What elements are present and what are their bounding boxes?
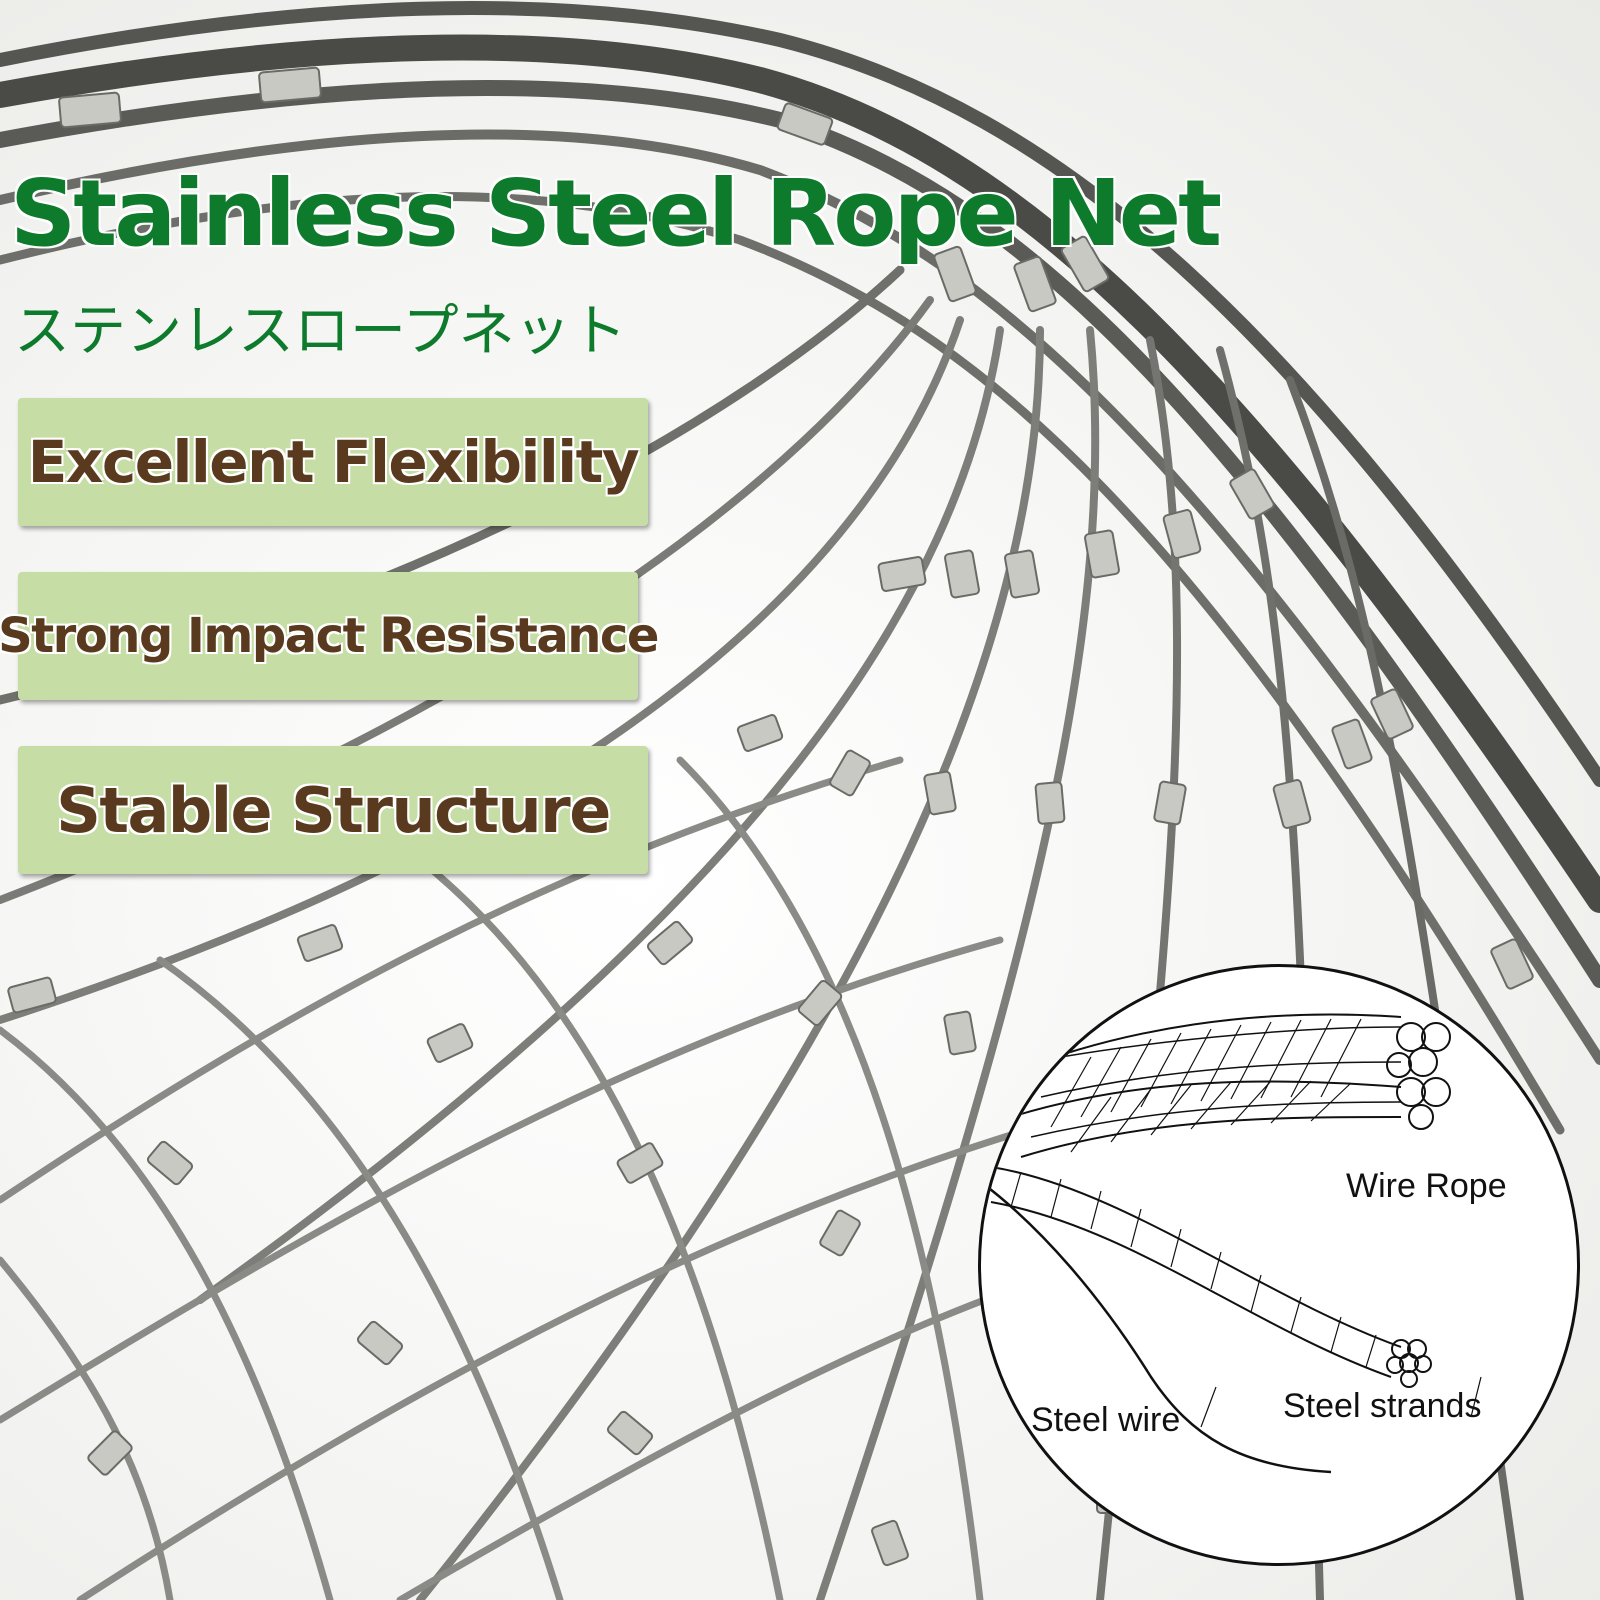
wire-rope-drawing (981, 1013, 1482, 1474)
product-subtitle: ステンレスロープネット (14, 299, 627, 364)
feature-label: Strong Impact Resistance (0, 608, 659, 664)
product-title: Stainless Steel Rope Net (10, 160, 1222, 267)
feature-label: Excellent Flexibility (27, 428, 640, 496)
wire-rope-diagram: Wire Rope Steel wire Steel strands (978, 964, 1580, 1566)
feature-badge-flexibility: Excellent Flexibility (18, 398, 648, 526)
feature-badge-stable-structure: Stable Structure (18, 746, 648, 874)
feature-badge-impact-resistance: Strong Impact Resistance (0, 572, 659, 700)
label-wire-rope: Wire Rope (1346, 1167, 1507, 1205)
label-steel-strands: Steel strands (1283, 1387, 1482, 1425)
label-steel-wire: Steel wire (1031, 1401, 1181, 1439)
feature-label: Stable Structure (56, 773, 611, 847)
